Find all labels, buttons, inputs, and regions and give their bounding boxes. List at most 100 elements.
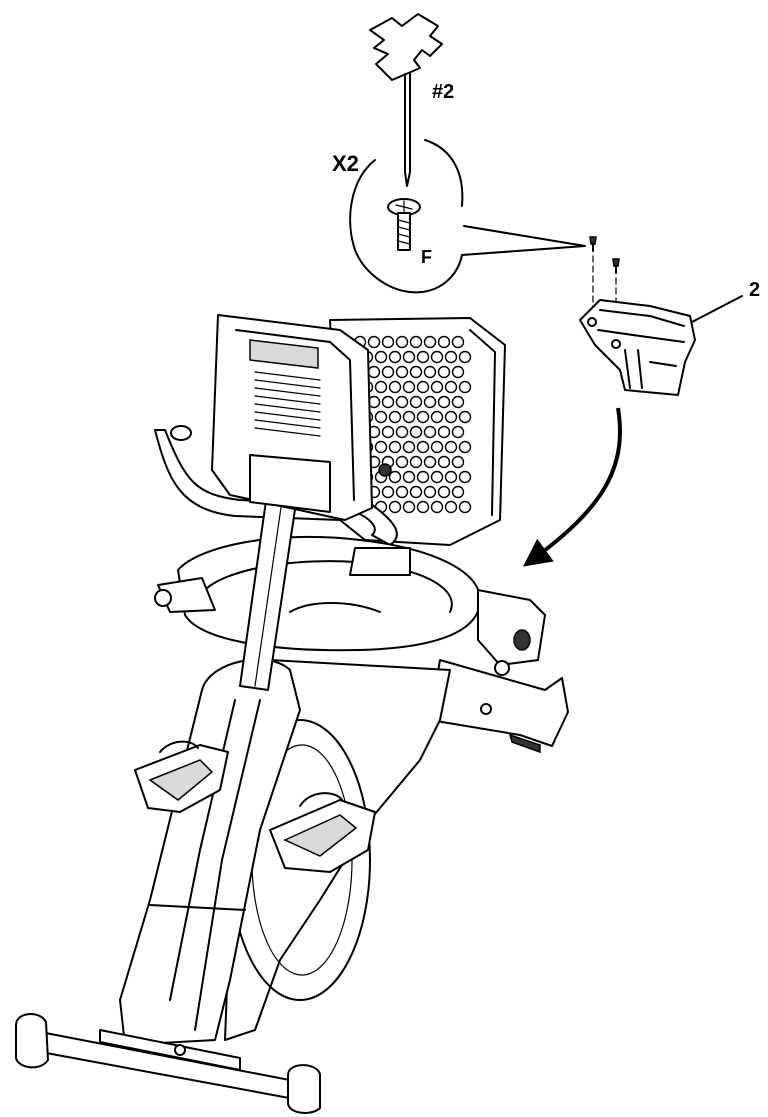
part-number-label: 2	[749, 279, 760, 301]
vent-hole	[458, 380, 472, 394]
vent-hole	[423, 395, 437, 409]
vent-hole	[458, 500, 472, 514]
vent-hole	[437, 395, 451, 409]
vent-hole	[367, 335, 381, 349]
vent-hole	[437, 485, 451, 499]
vent-hole	[409, 365, 423, 379]
vent-hole	[451, 395, 465, 409]
part-2-leader-line	[691, 295, 743, 323]
vent-hole	[388, 440, 402, 454]
part-f-label: F	[421, 247, 432, 267]
tool-label: #2	[432, 81, 454, 103]
screw-icon	[589, 236, 620, 274]
vent-hole	[381, 335, 395, 349]
vent-hole	[444, 440, 458, 454]
vent-hole	[395, 485, 409, 499]
vent-hole	[444, 500, 458, 514]
console-bracket	[249, 454, 331, 513]
seat-cushion	[177, 535, 481, 652]
vent-hole	[437, 425, 451, 439]
callout-bubble	[349, 139, 586, 294]
quantity-label: X2	[332, 151, 359, 176]
vent-hole	[430, 380, 444, 394]
vent-hole	[416, 380, 430, 394]
vent-hole	[374, 380, 388, 394]
vent-hole	[374, 350, 388, 364]
vent-hole	[374, 410, 388, 424]
left-wheel	[15, 1013, 49, 1069]
vent-hole	[402, 470, 416, 484]
vent-hole	[374, 440, 388, 454]
vent-hole	[388, 410, 402, 424]
vent-hole	[444, 380, 458, 394]
vent-hole	[444, 470, 458, 484]
vent-hole	[430, 410, 444, 424]
vent-hole	[423, 365, 437, 379]
vent-hole	[381, 485, 395, 499]
vent-hole	[409, 455, 423, 469]
screw-f-icon	[387, 198, 421, 251]
vent-hole	[388, 470, 402, 484]
vent-hole	[416, 410, 430, 424]
console-speaker-grille	[254, 371, 321, 437]
upright-column	[119, 658, 301, 1046]
accessory-tray-part-2	[579, 299, 696, 396]
vent-hole	[458, 410, 472, 424]
vent-hole	[423, 485, 437, 499]
seat-rail	[477, 589, 546, 666]
vent-hole	[409, 425, 423, 439]
vent-hole	[409, 335, 423, 349]
vent-hole	[402, 380, 416, 394]
vent-hole	[430, 470, 444, 484]
vent-hole	[437, 455, 451, 469]
vent-hole	[458, 470, 472, 484]
rear-frame	[429, 659, 569, 747]
vent-hole	[395, 365, 409, 379]
vent-hole	[409, 485, 423, 499]
vent-hole	[444, 350, 458, 364]
vent-hole	[402, 350, 416, 364]
vent-hole	[451, 335, 465, 349]
vent-hole	[388, 500, 402, 514]
vent-hole	[381, 395, 395, 409]
vent-hole	[458, 350, 472, 364]
vent-hole	[437, 335, 451, 349]
screwdriver-icon	[369, 13, 443, 187]
vent-hole	[416, 500, 430, 514]
vent-hole	[416, 470, 430, 484]
vent-hole	[388, 350, 402, 364]
vent-hole	[423, 335, 437, 349]
vent-hole	[402, 440, 416, 454]
vent-hole	[395, 425, 409, 439]
vent-hole	[395, 455, 409, 469]
vent-hole	[381, 365, 395, 379]
vent-hole	[430, 500, 444, 514]
vent-hole	[430, 350, 444, 364]
vent-hole	[451, 455, 465, 469]
vent-hole	[381, 425, 395, 439]
vent-hole	[458, 440, 472, 454]
vent-hole	[409, 395, 423, 409]
vent-hole	[451, 365, 465, 379]
vent-hole	[388, 380, 402, 394]
vent-hole	[402, 410, 416, 424]
vent-hole	[402, 500, 416, 514]
recumbent-bike	[15, 314, 569, 1114]
vent-hole	[367, 365, 381, 379]
vent-hole	[416, 350, 430, 364]
right-wheel	[287, 1064, 321, 1114]
vent-hole	[423, 425, 437, 439]
vent-hole	[423, 455, 437, 469]
vent-hole	[430, 440, 444, 454]
vent-hole	[395, 395, 409, 409]
vent-hole	[416, 440, 430, 454]
vent-hole	[451, 425, 465, 439]
vent-hole	[395, 335, 409, 349]
vent-hole	[444, 410, 458, 424]
placement-arrow	[522, 407, 622, 567]
vent-hole	[451, 485, 465, 499]
vent-hole	[437, 365, 451, 379]
console-display	[249, 339, 319, 369]
